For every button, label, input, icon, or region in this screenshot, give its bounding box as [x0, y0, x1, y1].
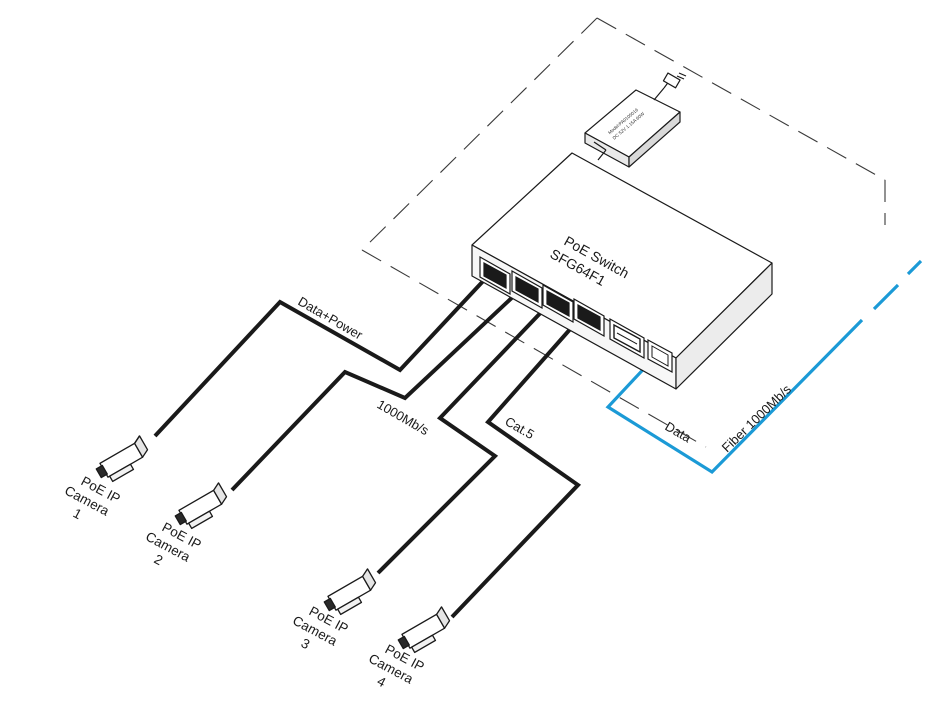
power-adapter	[584, 72, 687, 168]
fiber-dash-2	[906, 259, 923, 276]
port-4	[573, 297, 605, 338]
label-data: Data	[663, 419, 695, 446]
port-6-sfp	[647, 338, 673, 374]
fiber-link	[605, 259, 923, 475]
cable-camera-3	[376, 302, 551, 575]
dashed-enclosure	[361, 17, 886, 448]
svg-text:3: 3	[299, 635, 313, 652]
ethernet-cables	[153, 276, 582, 619]
cable-camera-2	[230, 290, 520, 492]
label-speed: 1000Mb/s	[375, 397, 432, 439]
port-5	[609, 317, 645, 360]
svg-text:2: 2	[152, 551, 166, 568]
camera-icon-4	[397, 606, 451, 654]
svg-text:4: 4	[375, 673, 389, 690]
switch-ports	[479, 255, 673, 374]
label-fiber: Fiber 1000Mb/s	[719, 381, 795, 455]
camera-icon-3	[323, 568, 377, 616]
fiber-dash-1	[872, 283, 900, 311]
port-3	[542, 283, 574, 324]
switch-side	[675, 262, 773, 390]
cable-camera-4	[450, 316, 582, 619]
svg-text:1: 1	[71, 505, 85, 522]
camera-icon-2	[174, 482, 228, 530]
data-line	[605, 318, 864, 475]
camera-icon-1	[95, 435, 149, 483]
port-1	[479, 255, 511, 296]
port-2	[511, 269, 543, 310]
cable-camera-1	[153, 276, 488, 438]
